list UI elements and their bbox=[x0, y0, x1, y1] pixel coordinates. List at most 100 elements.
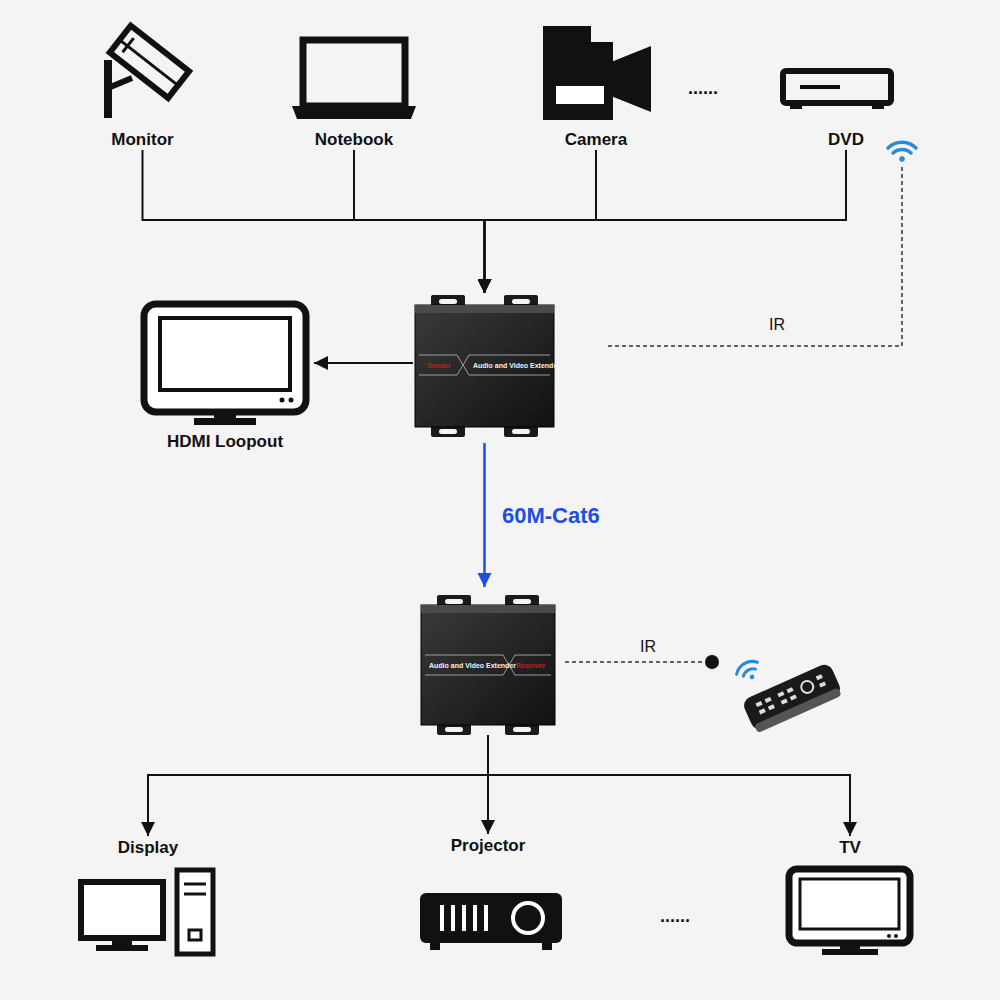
wifi-dot bbox=[749, 674, 755, 680]
wifi-arc bbox=[888, 142, 916, 148]
mounting-slot bbox=[512, 429, 530, 434]
remote-button bbox=[755, 701, 762, 707]
projector-icon bbox=[420, 893, 562, 950]
tv-base bbox=[822, 949, 878, 955]
signal-connector bbox=[485, 150, 847, 293]
projector-foot bbox=[430, 943, 440, 950]
extender-body bbox=[421, 605, 555, 725]
remote-button bbox=[816, 674, 823, 680]
cctv-icon bbox=[104, 26, 189, 118]
source-device: Monitor bbox=[95, 20, 190, 150]
output-device: TV bbox=[780, 838, 920, 958]
projector-vent bbox=[484, 905, 488, 931]
projector-foot bbox=[542, 943, 552, 950]
ellipsis: ...... bbox=[660, 906, 690, 927]
projector-body bbox=[420, 893, 562, 943]
pc-tower bbox=[177, 870, 213, 954]
monitor-icon bbox=[144, 304, 306, 425]
pc-neck bbox=[112, 938, 132, 946]
wifi-arc bbox=[893, 149, 911, 153]
dvd-foot bbox=[872, 103, 884, 109]
mounting-slot bbox=[513, 599, 531, 604]
mounting-slot bbox=[445, 599, 463, 604]
remote-button bbox=[787, 687, 794, 693]
notebook-base bbox=[292, 106, 416, 119]
projector-vent bbox=[462, 905, 466, 931]
signal-connector bbox=[143, 150, 485, 293]
remote-side bbox=[754, 687, 842, 733]
remote-button bbox=[777, 691, 784, 697]
pc-base bbox=[96, 945, 148, 951]
extender-top-face bbox=[421, 605, 555, 613]
monitor-led bbox=[280, 398, 285, 403]
tv-neck bbox=[840, 943, 860, 950]
device-label: DVD bbox=[828, 130, 864, 150]
mounting-slot bbox=[439, 429, 457, 434]
dvd-case bbox=[783, 71, 891, 103]
signal-connector bbox=[354, 150, 485, 293]
remote-button bbox=[781, 699, 788, 705]
output-device: Display bbox=[78, 838, 218, 958]
mounting-slot bbox=[445, 727, 463, 732]
remote-icon bbox=[741, 662, 843, 734]
projector-vent bbox=[451, 905, 455, 931]
extender-label: Audio and Video Extender bbox=[429, 661, 516, 670]
extender-top-face bbox=[415, 305, 554, 313]
camera-window bbox=[556, 86, 604, 104]
device-label: Projector bbox=[451, 836, 526, 856]
camera-icon bbox=[543, 26, 651, 120]
device-label: Camera bbox=[565, 130, 627, 150]
remote-dpad bbox=[799, 679, 815, 695]
pc-bay bbox=[184, 883, 206, 886]
dvd-foot bbox=[790, 103, 802, 109]
device-label: Display bbox=[118, 838, 178, 858]
pc-monitor bbox=[81, 882, 163, 938]
cctv-body bbox=[110, 26, 189, 98]
device-label: HDMI Loopout bbox=[167, 432, 283, 452]
notebook-icon bbox=[292, 40, 416, 119]
wifi-icon bbox=[734, 658, 764, 685]
extender-label: Receiver bbox=[516, 661, 545, 670]
extender-label: Audio and Video Extender bbox=[473, 361, 560, 370]
cctv-arm bbox=[108, 78, 132, 88]
signal-label: IR bbox=[640, 638, 656, 656]
ir-dashed-line bbox=[565, 661, 705, 663]
pc-bay bbox=[184, 893, 206, 896]
cable-label: 60M-Cat6 bbox=[502, 503, 600, 529]
cctv-rib bbox=[120, 40, 178, 86]
camera-body bbox=[543, 42, 613, 120]
monitor-frame bbox=[144, 304, 306, 412]
remote-button bbox=[819, 681, 826, 687]
cat6-cable bbox=[483, 443, 486, 587]
signal-connector bbox=[485, 150, 597, 293]
dvd-icon bbox=[783, 71, 891, 109]
mounting-slot bbox=[513, 727, 531, 732]
camera-top bbox=[543, 26, 591, 44]
extender-stripe bbox=[425, 655, 551, 675]
remote-button bbox=[790, 694, 797, 700]
cctv-housing bbox=[110, 26, 189, 98]
source-device: Notebook bbox=[290, 30, 418, 150]
source-device: DVD bbox=[778, 60, 914, 150]
signal-connector bbox=[148, 735, 488, 836]
mounting-slot bbox=[512, 299, 530, 304]
remote-button bbox=[768, 704, 775, 710]
wifi-dot bbox=[899, 156, 905, 162]
notebook-screen bbox=[303, 40, 405, 106]
tv-icon bbox=[789, 869, 910, 955]
pc-icon bbox=[81, 870, 213, 954]
dvd-slot bbox=[800, 85, 840, 89]
device-label: TV bbox=[839, 838, 861, 858]
extender-label: Sender bbox=[427, 361, 451, 370]
remote-button bbox=[765, 697, 772, 703]
wifi-arc bbox=[742, 667, 756, 676]
signal-connector bbox=[314, 362, 413, 364]
projector-vent bbox=[440, 905, 444, 931]
remote-buttons bbox=[755, 674, 826, 714]
wifi-icon bbox=[888, 142, 916, 162]
ir-dashed-line bbox=[608, 166, 902, 346]
ellipsis: ...... bbox=[688, 78, 718, 99]
sender-unit: SenderAudio and Video Extender bbox=[413, 295, 556, 437]
pc-button bbox=[189, 930, 201, 940]
